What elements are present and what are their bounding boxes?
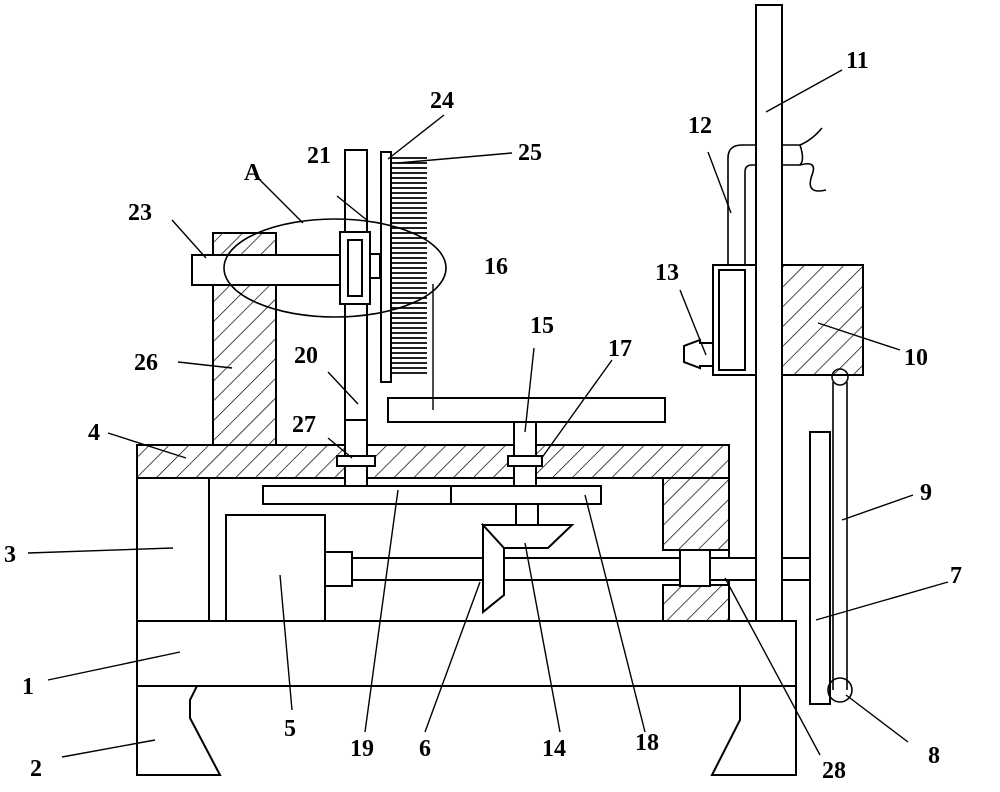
clamp-inner	[347, 239, 363, 297]
label-14: 14	[542, 736, 566, 762]
label-8: 8	[928, 743, 940, 769]
support-block-upper	[662, 477, 730, 551]
label-11: 11	[846, 48, 869, 74]
rod-23	[191, 254, 343, 286]
pulley-upper	[831, 368, 849, 386]
pillar-11	[755, 4, 783, 622]
label-16: 16	[484, 254, 508, 280]
label-2: 2	[30, 756, 42, 782]
label-5: 5	[284, 716, 296, 742]
gear-18	[450, 485, 602, 505]
drive-shaft	[351, 557, 811, 581]
part-labels: 1 2 3 4 5 6 7 8 9 10 11 12 13 14 15 16 1…	[4, 48, 962, 784]
support-block-lower	[662, 584, 730, 622]
brush-plate	[380, 151, 392, 383]
label-6: 6	[419, 736, 431, 762]
pulley-plate-7	[809, 431, 831, 705]
label-19: 19	[350, 736, 374, 762]
bearing-17	[507, 455, 543, 467]
label-20: 20	[294, 343, 318, 369]
label-12: 12	[688, 113, 712, 139]
bearing-27	[336, 455, 376, 467]
label-17: 17	[608, 336, 632, 362]
label-15: 15	[530, 313, 554, 339]
base-plate	[136, 620, 797, 687]
leader-lines	[27, 69, 949, 758]
gear-19	[262, 485, 452, 505]
label-1: 1	[22, 674, 34, 700]
nozzle-13	[683, 338, 714, 370]
label-24: 24	[430, 88, 454, 114]
label-10: 10	[904, 345, 928, 371]
pipe-12	[727, 144, 756, 265]
nozzle-holder-inner	[718, 269, 746, 371]
pipe-12-inner	[744, 164, 756, 265]
label-13: 13	[655, 260, 679, 286]
label-7: 7	[950, 563, 962, 589]
bevel-gear-driven	[480, 524, 575, 549]
support-26	[212, 284, 277, 446]
label-4: 4	[88, 420, 100, 446]
motor	[225, 514, 326, 622]
top-table	[136, 444, 730, 479]
label-27: 27	[292, 412, 316, 438]
label-28: 28	[822, 758, 846, 784]
leg-right	[710, 685, 797, 776]
leg-left	[136, 685, 222, 776]
pulley-8	[827, 677, 853, 703]
support-26-top	[212, 232, 277, 256]
label-9: 9	[920, 480, 932, 506]
belt-9	[832, 382, 848, 690]
hose-out	[782, 127, 823, 146]
label-18: 18	[635, 730, 659, 756]
shaft-20	[344, 419, 368, 487]
hose-wave	[799, 144, 804, 166]
label-26: 26	[134, 350, 158, 376]
clamp-right	[369, 253, 381, 279]
label-21: 21	[307, 143, 331, 169]
detail-circle-a	[223, 218, 447, 318]
label-25: 25	[518, 140, 542, 166]
label-3: 3	[4, 542, 16, 568]
motor-coupling	[324, 551, 353, 587]
label-23: 23	[128, 200, 152, 226]
label-a: A	[244, 160, 262, 186]
hose-out-2	[782, 162, 827, 192]
brush-bristles	[391, 157, 427, 374]
shaft-bearing	[679, 549, 711, 587]
block-10	[781, 264, 864, 376]
